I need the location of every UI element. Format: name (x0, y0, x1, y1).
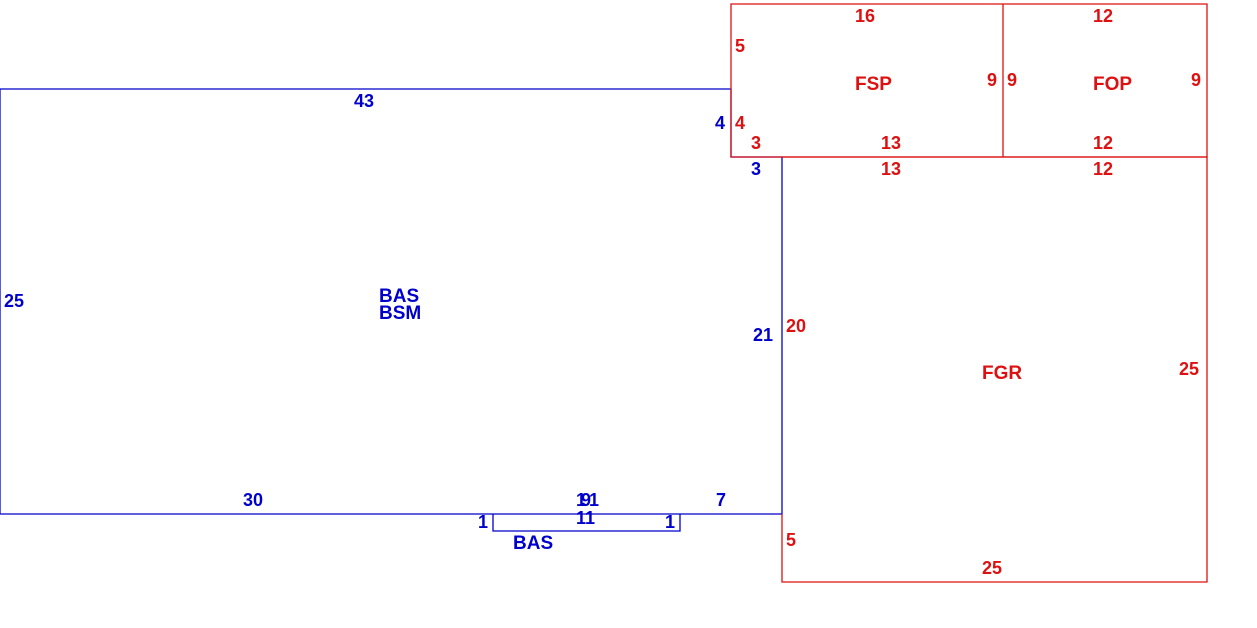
dim-fsp-right: 9 (987, 70, 997, 90)
dim-fsp-top: 16 (855, 6, 875, 26)
dim-fsp-bottom: 13 (881, 133, 901, 153)
dim-fop-bottom: 12 (1093, 133, 1113, 153)
dim-fop-right: 9 (1191, 70, 1201, 90)
dim-main-notch-vertical: 4 (715, 113, 725, 133)
dim-main-top: 43 (354, 91, 374, 111)
fgr-area-label: FGR (982, 363, 1022, 384)
dim-bump-right: 1 (665, 512, 675, 532)
dim-fsp-notch: 3 (751, 133, 761, 153)
bump-out-label: BAS (513, 533, 553, 554)
dim-bump-width: 11 (576, 508, 595, 528)
dim-main-bottom-left: 30 (243, 490, 263, 510)
fgr-outline (781, 156, 1208, 583)
fsp-outline (730, 3, 1004, 158)
dim-fgr-left: 20 (786, 316, 806, 336)
dim-fgr-top-left: 13 (881, 159, 901, 179)
dim-fsp-left: 5 (735, 36, 745, 56)
dim-main-bottom-right: 7 (716, 490, 726, 510)
dim-fop-top: 12 (1093, 6, 1113, 26)
dim-fsp-left-lower: 4 (735, 113, 745, 133)
dim-main-bottom-mid: 9 (581, 490, 591, 510)
dim-main-right: 21 (753, 325, 773, 345)
main-area-label-bas: BAS (379, 286, 419, 307)
dim-fgr-bottom: 25 (982, 558, 1002, 578)
dim-main-bottom-mid-b: 1 (576, 490, 586, 510)
bump-out-outline (492, 514, 681, 532)
dim-main-left: 25 (4, 291, 24, 311)
dim-fgr-left-lower: 5 (786, 530, 796, 550)
dim-fgr-top-right: 12 (1093, 159, 1113, 179)
fsp-area-label: FSP (855, 74, 892, 95)
dim-fop-left: 9 (1007, 70, 1017, 90)
dim-main-bottom-mid-c: 1 (589, 490, 599, 510)
main-area-label-bsm: BSM (379, 303, 421, 324)
dim-bump-left: 1 (478, 512, 488, 532)
dim-main-notch-horizontal: 3 (751, 159, 761, 179)
dim-fgr-right: 25 (1179, 359, 1199, 379)
fop-area-label: FOP (1093, 74, 1132, 95)
